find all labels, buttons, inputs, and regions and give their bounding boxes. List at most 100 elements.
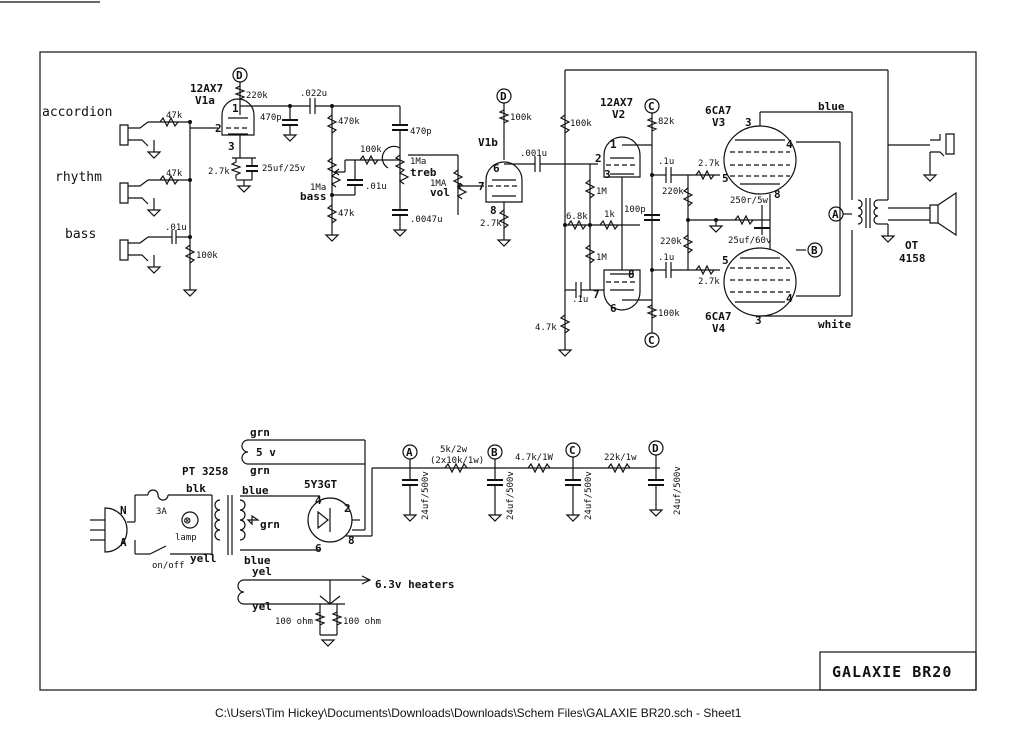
r100ohm-b-label: 100 ohm: [343, 617, 381, 627]
wire-white-label: white: [818, 318, 851, 331]
wire-yel-top-label: yel: [252, 565, 272, 578]
wire-grn-mid-label: grn: [260, 518, 280, 531]
five-v-label: 5 v: [256, 446, 276, 459]
v3-type-label: 6CA7: [705, 104, 732, 117]
switch-label: on/off: [152, 561, 185, 571]
wire-blue-bot-label: blue: [244, 554, 271, 567]
c25uf25-label: 25uf/25v: [262, 164, 305, 174]
footer-path: C:\Users\Tim Hickey\Documents\Downloads\…: [215, 706, 742, 720]
v4-type-label: 6CA7: [705, 310, 732, 323]
v2-type-label: 12AX7: [600, 96, 633, 109]
pin-v1a-3: 3: [228, 140, 235, 153]
r220k-label: 220k: [246, 91, 268, 101]
node-b-label-2: B: [491, 446, 498, 459]
pin-rect-2: 2: [344, 502, 351, 515]
c470p-a-label: 470p: [260, 113, 282, 123]
node-b-label-1: B: [811, 244, 818, 257]
pin-v3-5: 5: [722, 172, 729, 185]
r250-label: 250r/5w: [730, 196, 769, 206]
pin-rect-6: 6: [315, 542, 322, 555]
label-accordion: accordion: [42, 105, 112, 120]
tube-v2: 12AX7 V2 100k 4.7k 1 2 3 8 7 6 1M 6.8k: [535, 69, 888, 357]
mains-a-label: A: [120, 536, 127, 549]
wire-blk-label: blk: [186, 482, 206, 495]
r47k-1-label: 47k: [166, 111, 183, 121]
r100k-tone-label: 100k: [360, 145, 382, 155]
wire-yel-bot-label: yel: [252, 600, 272, 613]
power-supply: N A 3A blk PT 3258 ⊗ lamp on/off yell bl…: [90, 426, 683, 647]
r4-7k-label: 4.7k: [535, 323, 557, 333]
pin-rect-8: 8: [348, 534, 355, 547]
pin-v2-7: 7: [593, 288, 600, 301]
r100k-bass-label: 100k: [196, 251, 218, 261]
r1M-a-label: 1M: [596, 187, 607, 197]
c24uf-a-label: 24uf/500v: [421, 471, 431, 520]
tube-v1a: 12AX7 V1a 1 2 3 D 220k 470p 2.7k 25uf/25…: [190, 67, 310, 193]
label-rhythm: rhythm: [55, 170, 102, 185]
c25uf60-label: 25uf/60v: [728, 236, 771, 246]
pin-v3-8: 8: [774, 188, 781, 201]
pin-v2-8: 8: [628, 268, 635, 281]
c1u-b-label: .1u: [658, 253, 674, 263]
treb-pot-value: 1Ma: [410, 157, 426, 167]
r1k-label: 1k: [604, 210, 615, 220]
c100p-label: 100p: [624, 205, 646, 215]
pin-v2-3: 3: [604, 168, 611, 181]
node-a-label-1: A: [832, 208, 839, 221]
pt-label: PT 3258: [182, 465, 228, 478]
ot-number-label: 4158: [899, 252, 926, 265]
wire-yell-label: yell: [190, 552, 217, 565]
node-d-label-3: D: [652, 442, 659, 455]
r2-7k-d-label: 2.7k: [698, 277, 720, 287]
c1u-c-label: .1u: [572, 295, 588, 305]
node-d-label-1: D: [236, 69, 243, 82]
r100k-v1b-label: 100k: [510, 113, 532, 123]
r2-7k-c-label: 2.7k: [698, 159, 720, 169]
mains-n-label: N: [120, 504, 127, 517]
node-d-label-2: D: [500, 90, 507, 103]
pin-v4-3: 3: [755, 314, 762, 327]
r220k-a-label: 220k: [662, 187, 684, 197]
v2-label: V2: [612, 108, 625, 121]
r2-7k-b-label: 2.7k: [480, 219, 502, 229]
r100k-v2b-label: 100k: [658, 309, 680, 319]
r1M-b-label: 1M: [596, 253, 607, 263]
vol-control-label: vol: [430, 186, 450, 199]
treb-control-label: treb: [410, 166, 437, 179]
pin-v1a-1: 1: [232, 102, 239, 115]
pin-rect-4: 4: [315, 494, 322, 507]
c24uf-d-label: 24uf/500v: [673, 466, 683, 515]
c022u-label: .022u: [300, 89, 327, 99]
pin-v4-5: 5: [722, 254, 729, 267]
tube-v1b: V1b D 100k 6 7 8 2.7k .001u: [478, 88, 598, 247]
r220k-b-label: 220k: [660, 237, 682, 247]
rect-label: 5Y3GT: [304, 478, 337, 491]
node-c-label-2: C: [648, 334, 655, 347]
bass-pot-value: 1Ma: [310, 183, 326, 193]
vol-pot-value: 1MA: [430, 179, 447, 189]
pin-v1a-2: 2: [215, 122, 222, 135]
border-frame: [39, 51, 977, 691]
fuse-label: 3A: [156, 507, 167, 517]
lamp-label: lamp: [175, 533, 197, 543]
c1u-a-label: .1u: [658, 157, 674, 167]
pin-v2-2: 2: [595, 152, 602, 165]
r2-7k-a-label: 2.7k: [208, 167, 230, 177]
c470p-b-label: 470p: [410, 127, 432, 137]
v4-label: V4: [712, 322, 726, 335]
c24uf-c-label: 24uf/500v: [584, 471, 594, 520]
pin-v2-1: 1: [610, 138, 617, 151]
c0047u-label: .0047u: [410, 215, 443, 225]
r47k-bass-label: 47k: [338, 209, 355, 219]
title-block: GALAXIE BR20: [819, 651, 977, 691]
r100k-v2-label: 100k: [570, 119, 592, 129]
pin-v4-4: 4: [786, 292, 793, 305]
heaters-label: 6.3v heaters: [375, 578, 454, 591]
pin-v2-6: 6: [610, 302, 617, 315]
wire-grn-top-label: grn: [250, 426, 270, 439]
c01u-tone-label: .01u: [365, 182, 387, 192]
input-jacks: accordion rhythm bass .01u 47k 47k 100k: [42, 105, 218, 297]
r4-7k1w-label: 4.7k/1W: [515, 453, 554, 463]
r470k-label: 470k: [338, 117, 360, 127]
